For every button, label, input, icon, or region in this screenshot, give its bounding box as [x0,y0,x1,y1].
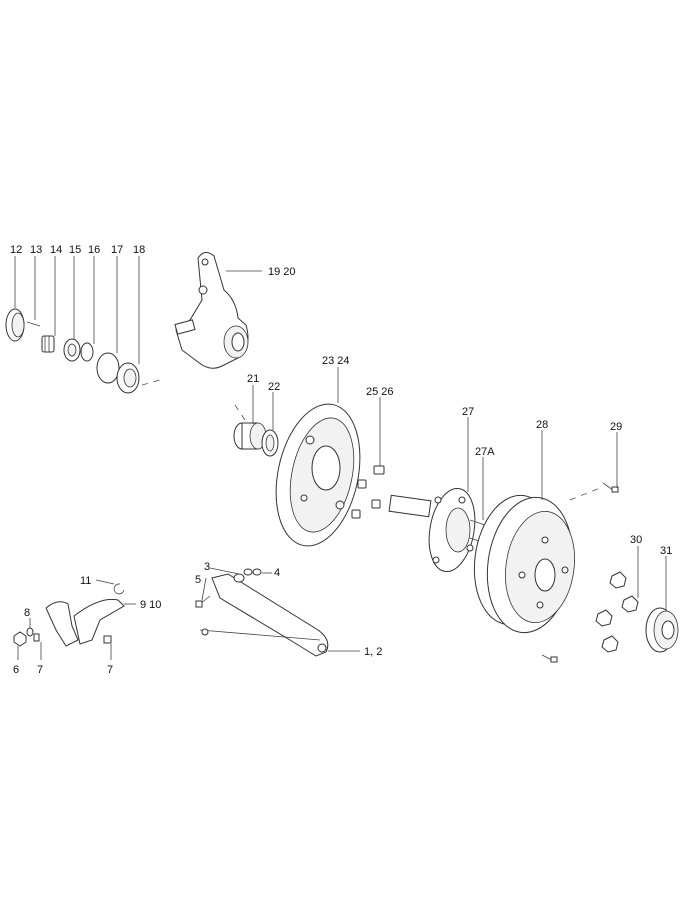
snap-ring-part-17 [96,352,120,384]
nut-part-6 [13,631,27,647]
drum-screw-part-29 [541,482,619,663]
castle-nut-part-14 [41,335,55,353]
seal-part-22 [261,429,279,457]
label-30: 30 [630,534,642,546]
label-27: 27 [462,406,474,418]
lever-arm-part-1-2 [199,573,329,657]
label-12: 12 [10,244,22,256]
hub-bearing-part-18 [116,362,140,394]
label-4: 4 [274,567,280,579]
label-11: 11 [80,575,91,587]
label-7-left: 7 [37,664,43,676]
label-3: 3 [204,561,210,573]
label-6: 6 [13,664,19,676]
label-8: 8 [24,607,30,619]
label-21: 21 [247,373,259,385]
label-23-24: 23 24 [322,355,350,367]
label-13: 13 [30,244,42,256]
label-25-26: 25 26 [366,386,394,398]
label-27a: 27A [475,446,495,458]
label-28: 28 [536,419,548,431]
part-labels: 12 13 14 15 16 17 18 19 20 21 22 23 24 2… [10,244,672,676]
clip-part-11 [113,583,125,595]
label-31: 31 [660,545,672,557]
washers-part-3-4 [233,568,262,583]
label-18: 18 [133,244,145,256]
cotter-pin-part-13 [26,321,41,327]
label-5: 5 [195,574,201,586]
steering-knuckle-part-19-20 [174,252,249,369]
bracket-part-9-10 [45,598,125,647]
label-1-2: 1, 2 [364,646,382,658]
label-15: 15 [69,244,81,256]
label-17: 17 [111,244,123,256]
label-7-right: 7 [107,664,113,676]
bolts-part-25-26 [351,465,385,519]
label-19-20: 19 20 [268,266,296,278]
label-29: 29 [610,421,622,433]
dust-cap-part-12 [5,308,25,342]
label-9-10: 9 10 [140,599,161,611]
hub-cap-part-31 [645,607,679,653]
pin-part-8 [26,627,34,637]
brake-drum-part-28 [473,494,575,634]
hub-part-27 [388,487,476,573]
leader-lines [14,256,667,660]
bolt-part-5 [195,595,211,608]
inner-bearing-part-21 [233,422,267,450]
washer-part-15 [63,338,81,362]
backing-plate-part-23-24 [275,403,361,547]
label-22: 22 [268,381,280,393]
label-14: 14 [50,244,62,256]
wheel-nuts-part-30 [595,571,639,653]
washer-part-7 [33,633,112,644]
outer-bearing-part-16 [80,342,94,362]
label-16: 16 [88,244,100,256]
